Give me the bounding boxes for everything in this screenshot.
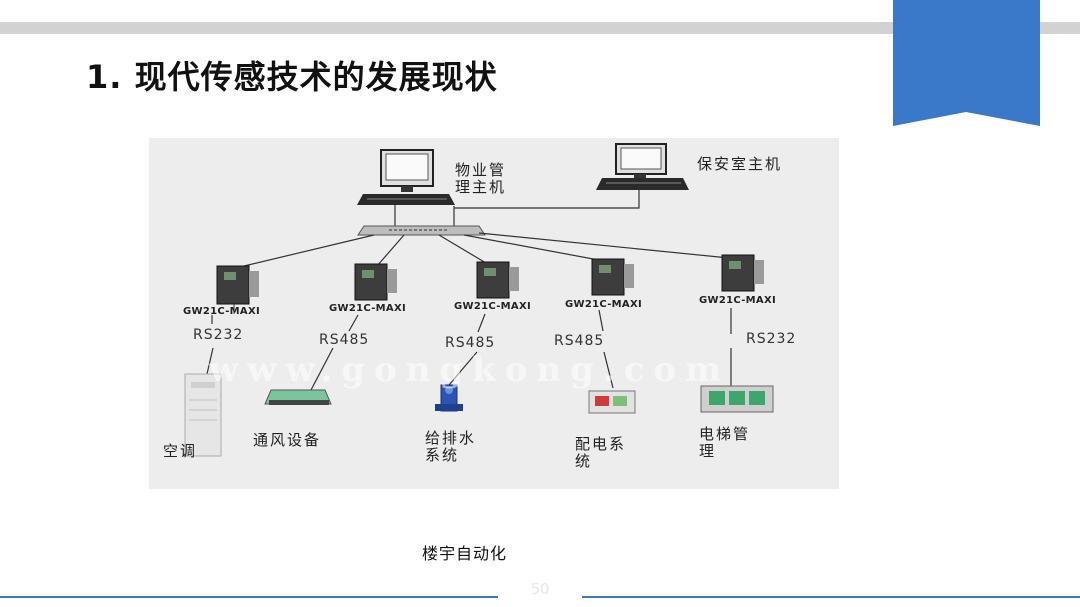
system-label: 通风设备 [253,431,322,449]
building-automation-diagram: www.gongkong.com 物业管 理主机 保安室主机 GW21C-MAX… [149,138,839,489]
system-label: 电梯管 理 [699,425,751,460]
water-pump-icon [435,384,463,412]
gateway-model-label: GW21C-MAXI [699,295,776,306]
ethernet-hub-icon [357,225,486,236]
security-host-label: 保安室主机 [697,155,783,173]
property-host-label: 物业管 理主机 [455,161,507,196]
slide-title: 1. 现代传感技术的发展现状 [86,58,498,96]
gateway-module-icon [476,261,519,299]
gateway-module-icon [354,263,397,301]
gateway-module-icon [721,254,764,292]
top-decor-bar [0,22,1080,34]
bookmark-tab-icon [893,0,1040,126]
air-conditioner-icon [184,373,222,457]
gateway-module-icon [591,258,634,296]
figure-caption: 楼宇自动化 [422,544,508,563]
gateway-model-label: GW21C-MAXI [565,299,642,310]
protocol-label: RS232 [746,331,797,347]
property-host-computer-icon [357,149,455,205]
gateway-model-label: GW21C-MAXI [454,301,531,312]
protocol-label: RS232 [193,327,244,343]
bottom-rule-left [0,596,498,598]
security-host-computer-icon [596,143,689,190]
protocol-label: RS485 [319,332,370,348]
system-label: 配电系 统 [575,435,627,470]
gateway-model-label: GW21C-MAXI [183,306,260,317]
gateway-module-icon [216,265,259,314]
watermark-text: www.gongkong.com [209,350,731,390]
page-number: 50 [530,580,550,598]
gateway-model-label: GW21C-MAXI [329,303,406,314]
network-topology-drawing [184,143,774,457]
power-distribution-icon [588,390,636,414]
elevator-controller-icon [700,385,774,413]
system-label: 空调 [163,442,198,460]
ventilation-unit-icon [264,389,332,405]
bottom-rule-right [582,596,1080,598]
protocol-label: RS485 [554,333,605,349]
protocol-label: RS485 [445,335,496,351]
system-label: 给排水 系统 [425,429,477,464]
